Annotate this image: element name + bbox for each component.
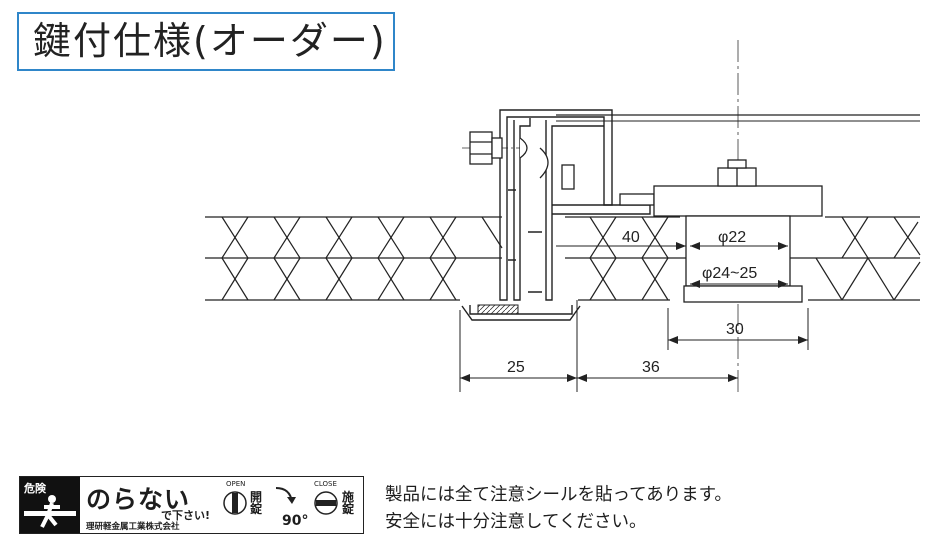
sticker-maker: 理研軽金属工業株式会社: [86, 522, 180, 532]
caution-note-line1: 製品には全て注意シールを貼ってあります。: [385, 485, 732, 505]
dim-40-label: 40: [622, 229, 640, 246]
rotate-arrow-icon: [275, 487, 296, 504]
dim-25-label: 25: [507, 359, 525, 376]
dim-36-label: 36: [642, 359, 660, 376]
danger-panel: 危険: [20, 477, 80, 533]
caution-note: 製品には全て注意シールを貼ってあります。 安全には十分注意してください。: [385, 482, 732, 536]
sticker-sub-text: で下さい!: [160, 509, 210, 522]
dim-30-label: 30: [726, 321, 744, 338]
open-dial-icon: [223, 491, 247, 515]
bolt-left: [469, 131, 528, 165]
open-label: OPEN: [226, 480, 246, 488]
lock-mechanism: [539, 147, 823, 303]
frame-profile: [461, 109, 651, 321]
close-kanji: 施錠: [342, 490, 355, 516]
gasket: [477, 304, 519, 315]
falling-person-icon: [24, 495, 76, 528]
dimension-arrows: [460, 242, 808, 382]
dim-phi24-25-label: φ24~25: [702, 265, 757, 282]
diagram-title: 鍵付仕様(オーダー): [17, 12, 395, 71]
danger-label: 危険: [24, 482, 46, 495]
sticker-main: のらない で下さい! 理研軽金属工業株式会社: [86, 477, 212, 533]
close-label: CLOSE: [314, 480, 337, 488]
open-kanji: 開錠: [250, 490, 263, 516]
floor-slab-right: [565, 216, 921, 301]
close-dial-icon: [314, 491, 338, 515]
floor-slab-left: [205, 216, 503, 301]
caution-note-line2: 安全には十分注意してください。: [385, 512, 647, 532]
dimension-lines: [459, 245, 809, 392]
rotation-angle: 90°: [282, 513, 309, 529]
warning-sticker: 危険 のらない で下さい! 理研軽金属工業株式会社 OPEN 開錠 90° CL…: [19, 476, 364, 534]
technical-drawing: 40 φ22 φ24~25 30 25 36: [205, 40, 921, 392]
dim-phi22-label: φ22: [718, 229, 746, 246]
sticker-main-text: のらない: [86, 485, 191, 514]
